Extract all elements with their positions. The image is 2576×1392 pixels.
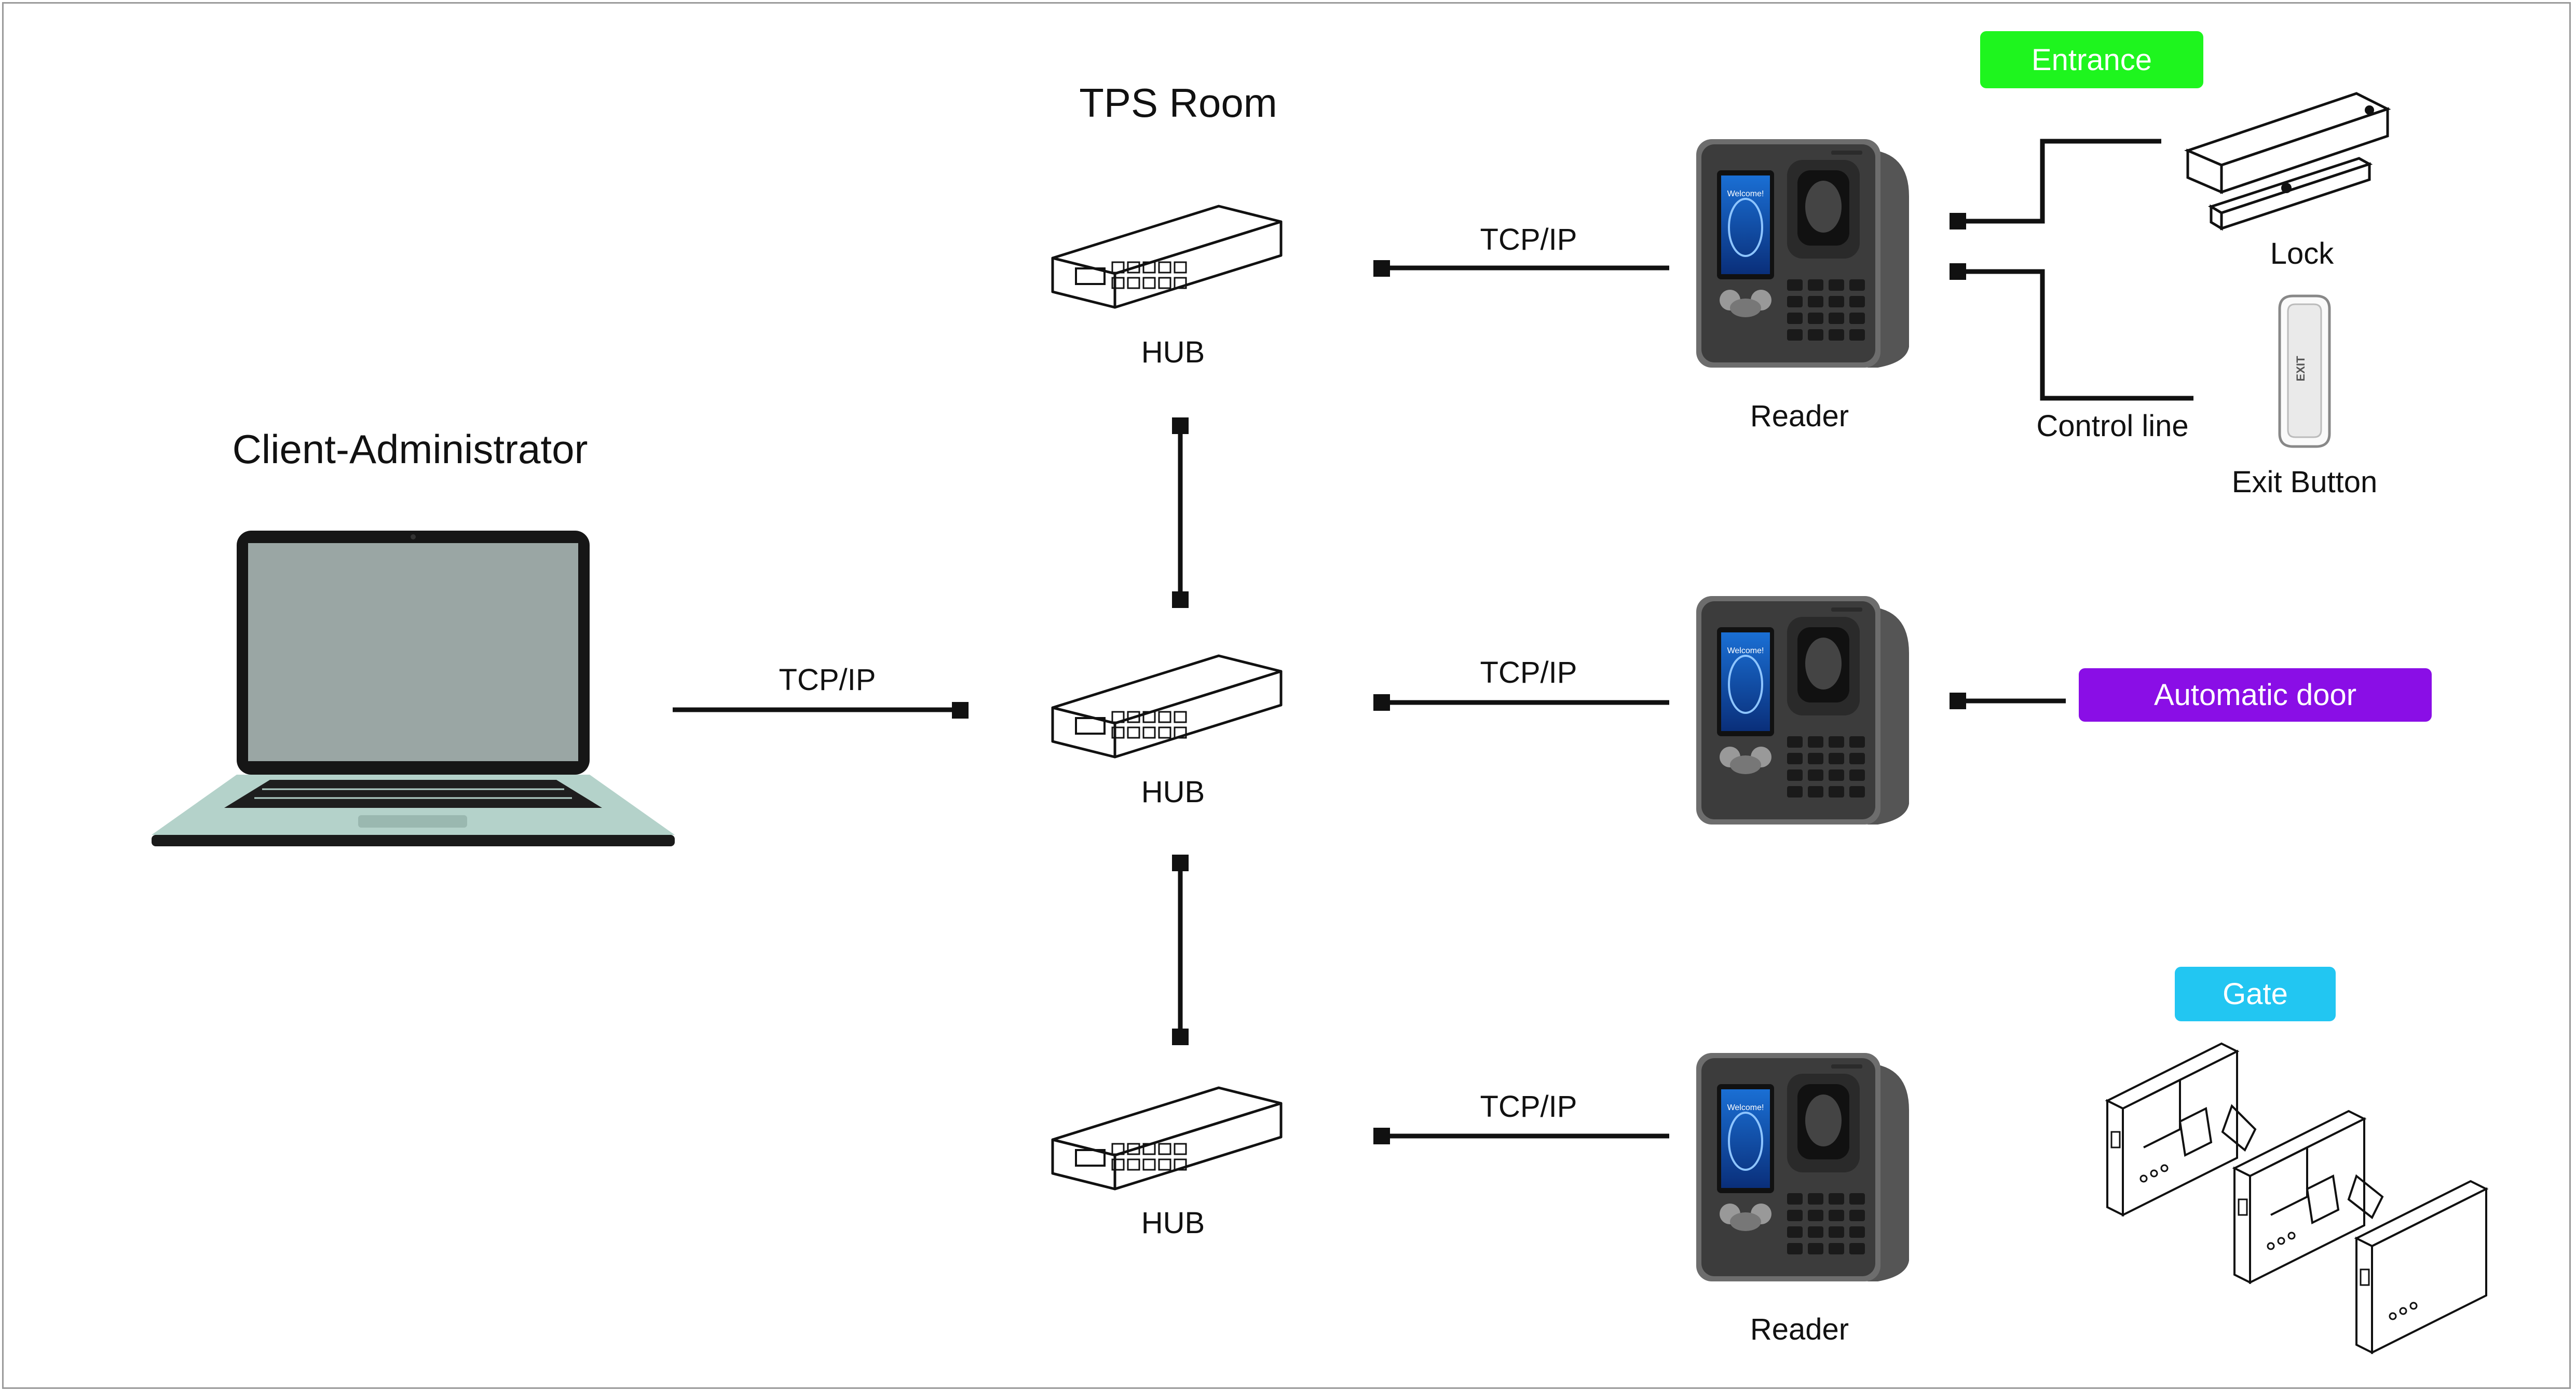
link-label: TCP/IP bbox=[1480, 1090, 1577, 1124]
link-label: TCP/IP bbox=[1480, 223, 1577, 256]
hub-label: HUB bbox=[1141, 335, 1205, 369]
exit-button-print: EXIT bbox=[2294, 356, 2307, 381]
gate-badge: Gate bbox=[2175, 967, 2336, 1021]
client-title: Client-Administrator bbox=[232, 426, 588, 472]
connector-ends bbox=[952, 213, 1966, 1144]
hub-icon bbox=[1053, 656, 1281, 757]
control-line-label: Control line bbox=[2036, 409, 2189, 443]
reader-label: Reader bbox=[1750, 399, 1849, 433]
reader-screen-text: Welcome! bbox=[1727, 1103, 1764, 1112]
exit-button-label: Exit Button bbox=[2231, 465, 2378, 499]
laptop-icon bbox=[152, 531, 675, 846]
entrance-badge: Entrance bbox=[1980, 31, 2203, 88]
hub-label: HUB bbox=[1141, 775, 1205, 809]
link-label: TCP/IP bbox=[1480, 656, 1577, 690]
reader-screen-text: Welcome! bbox=[1727, 646, 1764, 655]
automatic-door-badge: Automatic door bbox=[2079, 668, 2432, 722]
hub-label: HUB bbox=[1141, 1206, 1205, 1240]
connector-lines bbox=[673, 139, 2193, 1139]
gate-icon bbox=[2106, 1043, 2487, 1354]
lock-icon bbox=[2184, 92, 2391, 231]
reader-label: Reader bbox=[1750, 1313, 1849, 1346]
link-label: TCP/IP bbox=[779, 663, 876, 697]
exit-button-icon: EXIT bbox=[2278, 294, 2331, 448]
reader-screen-text: Welcome! bbox=[1727, 190, 1764, 198]
reader-icon bbox=[1695, 595, 1910, 826]
reader-icon bbox=[1695, 1052, 1910, 1282]
hub-icon bbox=[1053, 206, 1281, 307]
reader-icon bbox=[1695, 138, 1910, 369]
lock-label: Lock bbox=[2270, 237, 2334, 271]
tps-room-title: TPS Room bbox=[1079, 80, 1277, 126]
hub-icon bbox=[1053, 1088, 1281, 1189]
